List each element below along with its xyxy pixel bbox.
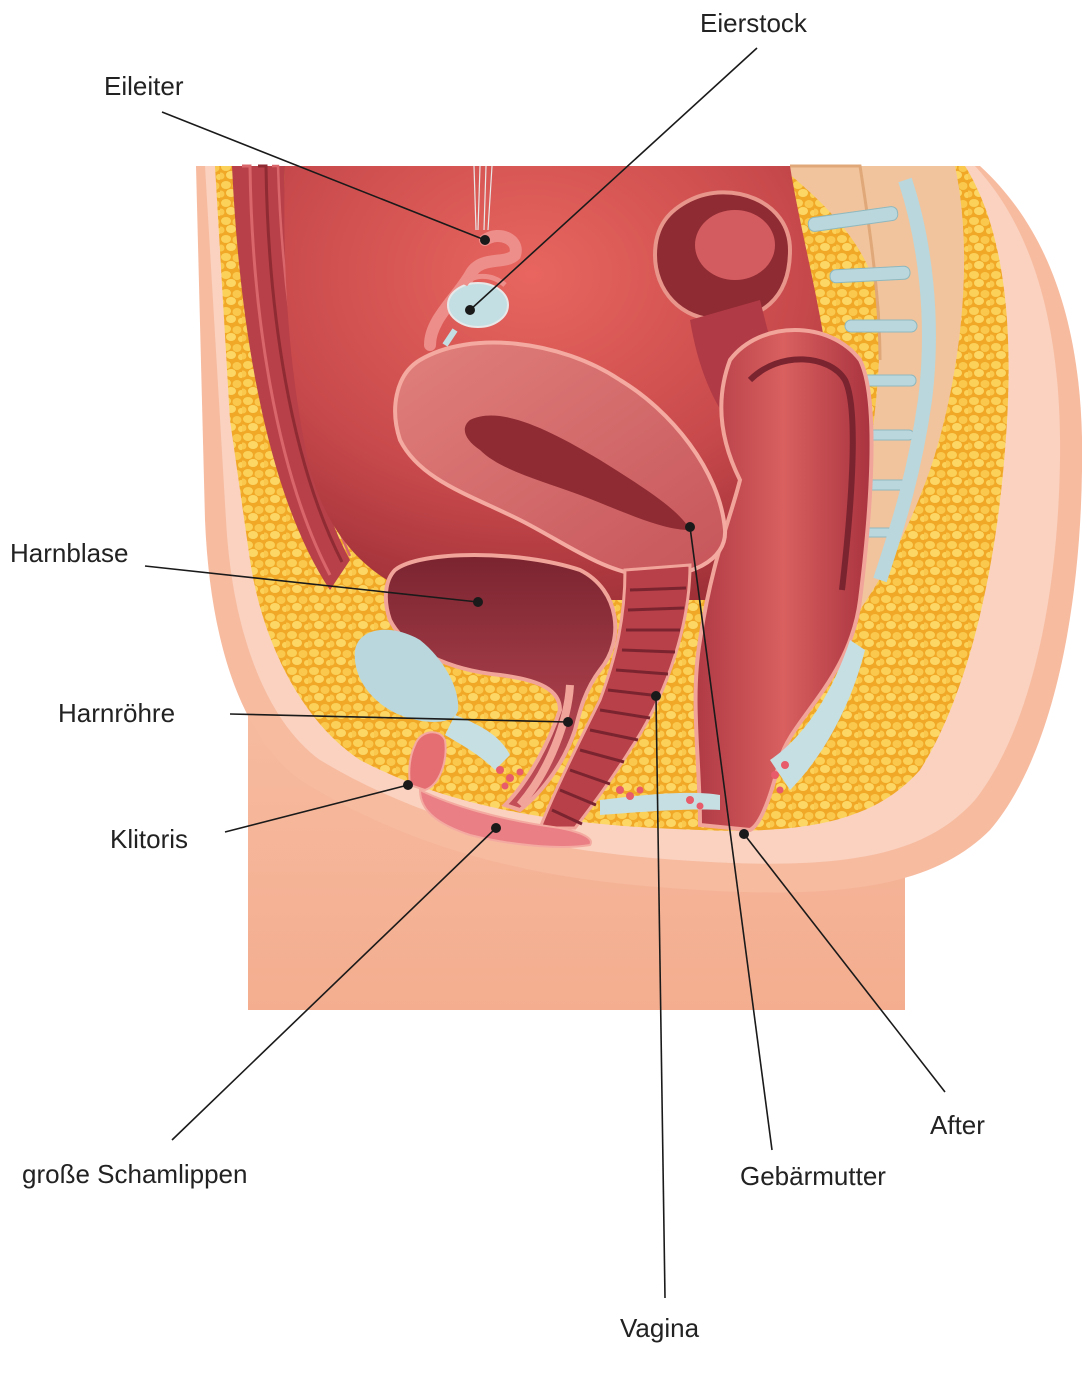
label-grosse-schamlippen: große Schamlippen — [22, 1161, 247, 1187]
anchor-dot-eileiter — [480, 235, 490, 245]
anchor-dot-eierstock — [465, 305, 475, 315]
label-harnblase: Harnblase — [10, 540, 129, 566]
label-klitoris: Klitoris — [110, 826, 188, 852]
anchor-dot-gebaermutter — [685, 522, 695, 532]
anchor-dot-after — [739, 829, 749, 839]
anchor-dot-harnblase — [473, 597, 483, 607]
label-eileiter: Eileiter — [104, 73, 183, 99]
anchor-dot-vagina — [651, 691, 661, 701]
anchor-dot-grosse-schamlippen — [491, 823, 501, 833]
anchor-dot-klitoris — [403, 780, 413, 790]
label-after: After — [930, 1112, 985, 1138]
label-gebaermutter: Gebärmutter — [740, 1163, 886, 1189]
anchor-dot-harnroehre — [563, 717, 573, 727]
label-eierstock: Eierstock — [700, 10, 807, 36]
label-harnroehre: Harnröhre — [58, 700, 175, 726]
label-vagina: Vagina — [620, 1315, 699, 1341]
